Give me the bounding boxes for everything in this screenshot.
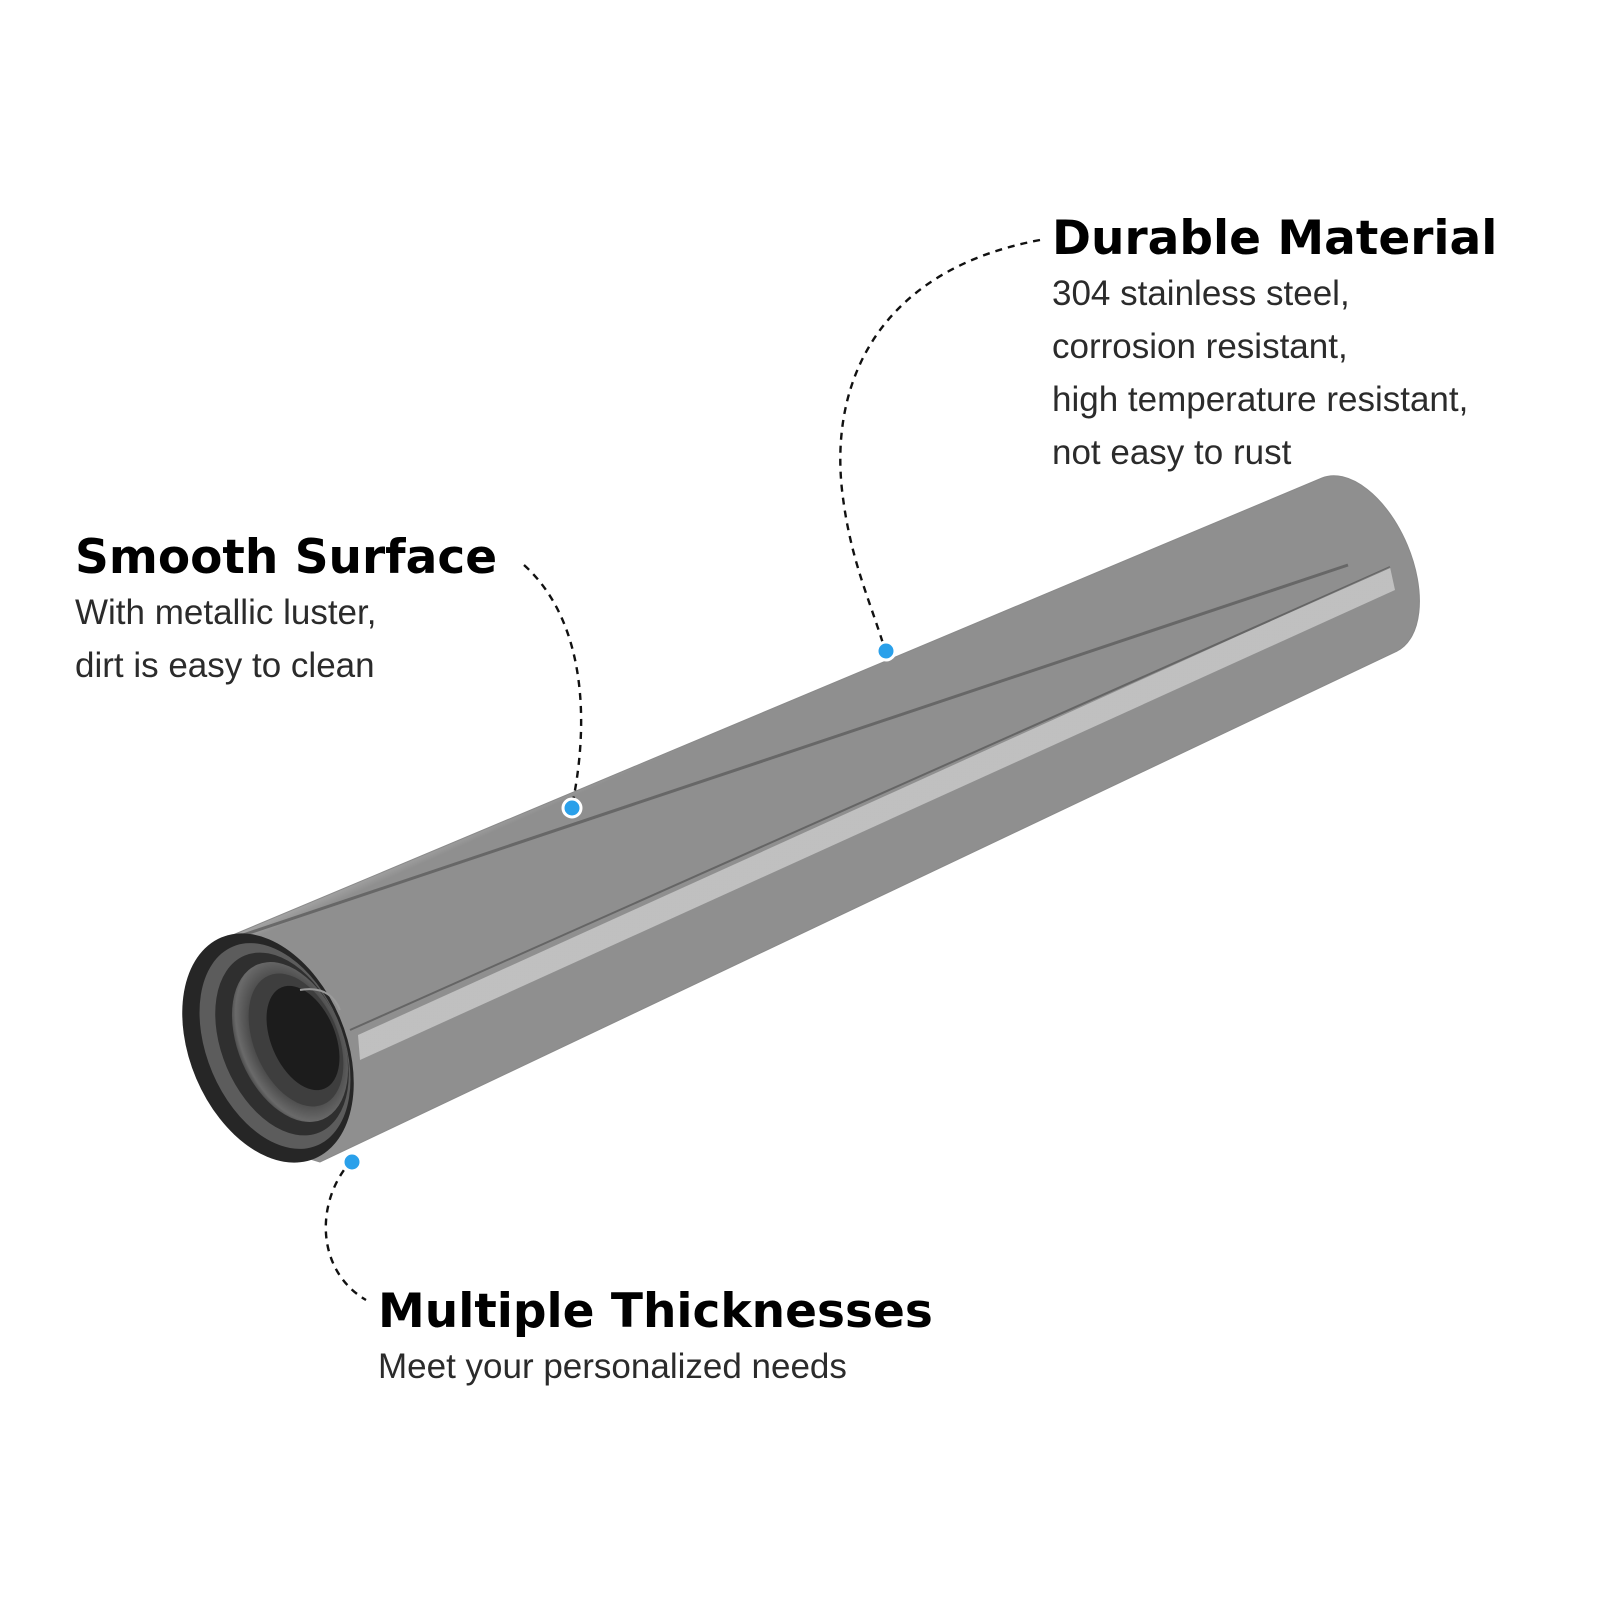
roll-open-edge [358, 567, 1395, 1060]
callout-smooth-surface: Smooth Surface With metallic luster, dir… [75, 530, 497, 692]
callout-heading: Multiple Thicknesses [378, 1284, 933, 1339]
roll-spiral-end [182, 933, 354, 1163]
callout-markers [341, 640, 897, 1173]
marker-dot-smooth [561, 797, 583, 819]
marker-dot-durable [875, 640, 897, 662]
callout-text: not easy to rust [1052, 433, 1292, 472]
marker-dot-multiple [341, 1151, 363, 1173]
callout-heading: Smooth Surface [75, 530, 498, 585]
callout-text: With metallic luster, [75, 593, 377, 632]
callout-multiple-thicknesses: Multiple Thicknesses Meet your personali… [378, 1284, 933, 1393]
roll-seam-line [227, 563, 1349, 942]
callout-leaders [324, 238, 1041, 1302]
callout-text: dirt is easy to clean [75, 646, 375, 685]
callout-text: high temperature resistant, [1052, 380, 1469, 419]
callout-text: 304 stainless steel, [1052, 274, 1350, 313]
leader-smooth [523, 564, 583, 807]
roll-seam-shadow [349, 566, 1391, 1031]
leader-durable [839, 238, 1041, 651]
callout-heading: Durable Material [1052, 211, 1498, 266]
callout-text: corrosion resistant, [1052, 327, 1348, 366]
leader-multiple [324, 1159, 367, 1302]
callout-text: Meet your personalized needs [378, 1347, 847, 1386]
callout-durable-material: Durable Material 304 stainless steel, co… [1052, 211, 1497, 479]
